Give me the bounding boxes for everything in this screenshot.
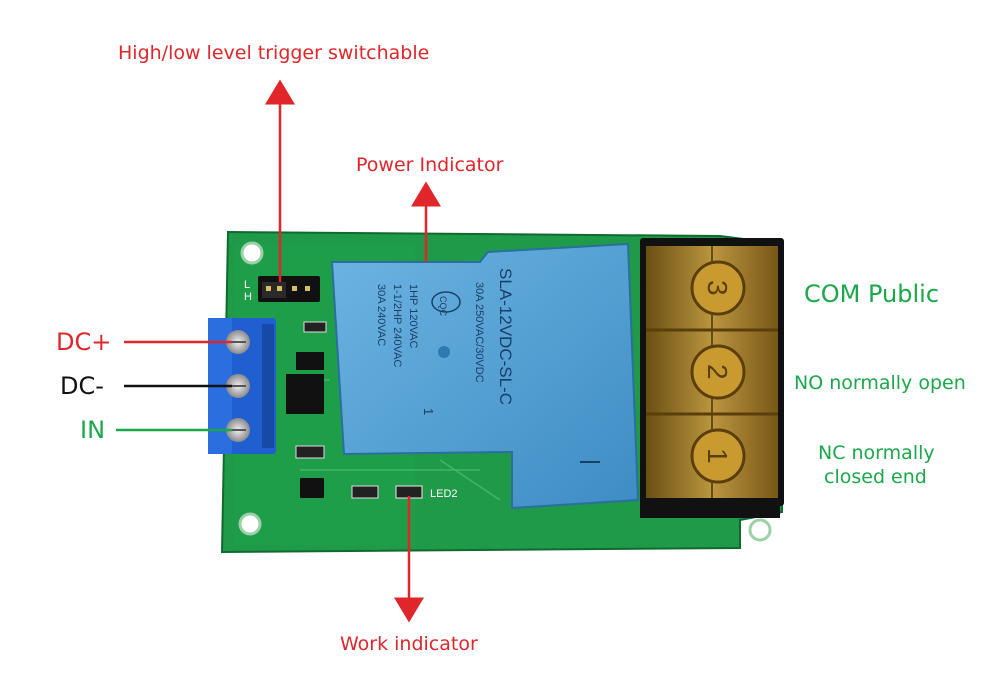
relay-rating-3: 1-1/2HP 240VAC (391, 284, 403, 367)
in-label: IN (80, 416, 106, 444)
mounting-hole-bottom-left (238, 512, 262, 536)
power-indicator-label: Power Indicator (356, 154, 504, 176)
relay-brand: CQC (438, 296, 448, 317)
relay: SLA-12VDC-SL-C 30A 250VAC/30VDC 1HP 120V… (330, 242, 640, 510)
relay-rating-4: 30A 240VAC (375, 284, 387, 346)
nc-label-line1: NC normally (818, 442, 935, 464)
work-indicator-label: Work indicator (340, 633, 478, 655)
relay-model: SLA-12VDC-SL-C (496, 268, 515, 405)
dc-plus-label: DC+ (56, 328, 112, 356)
smd-components: LED2 (286, 321, 458, 500)
relay-rating-1: 30A 250VAC/30VDC (473, 282, 485, 383)
nc-screw (690, 428, 746, 484)
no-label: NO normally open (794, 372, 966, 394)
com-label: COM Public (804, 280, 940, 308)
trigger-switch-label: High/low level trigger switchable (118, 42, 430, 64)
relay-pin-number: 1 (421, 408, 436, 415)
output-terminal-block: 3 2 1 (640, 238, 784, 518)
com-screw (690, 260, 746, 316)
nc-label-line2: closed end (824, 466, 927, 488)
terminal-number-3: 3 (702, 280, 733, 296)
terminal-number-1: 1 (702, 448, 733, 464)
trigger-jumper-header: H L (244, 276, 320, 303)
relay-rating-2: 1HP 120VAC (407, 284, 419, 348)
terminal-number-2: 2 (702, 364, 733, 380)
mounting-hole-bottom-right (748, 518, 772, 542)
jumper-mark-l: L (244, 279, 250, 291)
no-screw (690, 344, 746, 400)
jumper-mark-h: H (244, 291, 252, 303)
led2-silkscreen: LED2 (430, 488, 458, 500)
mounting-hole-top-left (240, 241, 264, 265)
dc-minus-label: DC- (60, 372, 104, 400)
